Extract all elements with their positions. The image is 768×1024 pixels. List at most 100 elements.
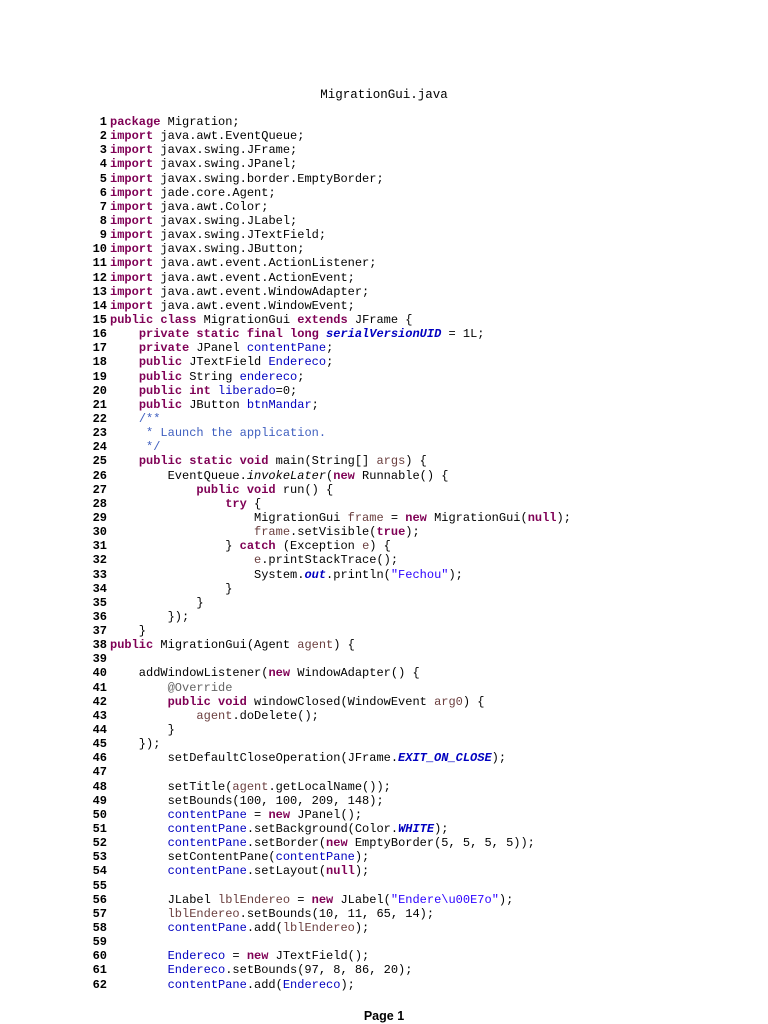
code-token: public class bbox=[110, 312, 197, 327]
code-token bbox=[319, 327, 326, 341]
code-token: }); bbox=[110, 609, 190, 624]
code-token: out bbox=[304, 567, 327, 582]
code-text: setBounds(100, 100, 209, 148); bbox=[107, 794, 384, 808]
code-text: import javax.swing.JFrame; bbox=[107, 143, 297, 157]
code-token: } bbox=[110, 581, 233, 596]
code-token: javax.swing.border.EmptyBorder; bbox=[153, 171, 384, 186]
code-token bbox=[110, 412, 139, 426]
code-token: new bbox=[268, 666, 291, 681]
code-line: 47 bbox=[80, 765, 740, 779]
code-token: frame bbox=[347, 510, 384, 525]
code-token: ; bbox=[326, 341, 334, 356]
code-token: ); bbox=[405, 525, 420, 540]
code-text: import javax.swing.JButton; bbox=[107, 242, 304, 256]
code-token: Endereco bbox=[167, 963, 226, 978]
code-token: ) { bbox=[405, 454, 427, 469]
code-line: 40 addWindowListener(new WindowAdapter()… bbox=[80, 666, 740, 680]
code-token: .setVisible( bbox=[290, 525, 377, 540]
line-number: 59 bbox=[92, 935, 107, 950]
line-number: 24 bbox=[92, 440, 107, 455]
code-token: import bbox=[110, 199, 154, 214]
code-token: EmptyBorder(5, 5, 5, 5)); bbox=[347, 836, 535, 851]
code-text: import javax.swing.JPanel; bbox=[107, 157, 297, 171]
code-token: "Fechou" bbox=[390, 567, 449, 582]
code-token: new bbox=[333, 468, 355, 483]
code-line: 19 public String endereco; bbox=[80, 370, 740, 384]
code-line: 61 Endereco.setBounds(97, 8, 86, 20); bbox=[80, 963, 740, 977]
code-text bbox=[107, 652, 110, 666]
line-number: 35 bbox=[92, 595, 107, 610]
code-line: 62 contentPane.add(Endereco); bbox=[80, 978, 740, 992]
line-number: 21 bbox=[92, 397, 107, 412]
code-text: public JButton btnMandar; bbox=[107, 398, 319, 412]
line-number: 44 bbox=[92, 723, 107, 738]
code-line: 23 * Launch the application. bbox=[80, 426, 740, 440]
code-token: true bbox=[376, 525, 406, 540]
code-text bbox=[107, 935, 110, 949]
code-text: private static final long serialVersionU… bbox=[107, 327, 485, 341]
code-token: MigrationGui(Agent bbox=[153, 638, 298, 653]
line-number: 42 bbox=[92, 694, 107, 709]
line-number: 7 bbox=[99, 199, 107, 214]
code-token: WHITE bbox=[398, 822, 435, 837]
code-text: setContentPane(contentPane); bbox=[107, 850, 370, 864]
code-token: javax.swing.JButton; bbox=[153, 242, 305, 257]
code-token: lblEndereo bbox=[218, 892, 291, 907]
code-token: agent bbox=[297, 638, 334, 653]
line-number: 1 bbox=[99, 115, 107, 129]
code-token: .add( bbox=[246, 921, 283, 936]
code-token: public int bbox=[138, 383, 211, 398]
code-token bbox=[110, 709, 196, 723]
code-token bbox=[110, 978, 168, 992]
code-token: args bbox=[376, 454, 406, 469]
code-text: import java.awt.EventQueue; bbox=[107, 129, 304, 143]
code-line: 48 setTitle(agent.getLocalName()); bbox=[80, 780, 740, 794]
line-number: 16 bbox=[92, 327, 107, 342]
code-token: new bbox=[268, 807, 291, 822]
code-line: 52 contentPane.setBorder(new EmptyBorder… bbox=[80, 836, 740, 850]
line-number: 36 bbox=[92, 609, 107, 624]
code-token: JTextField bbox=[182, 355, 269, 370]
code-token: ); bbox=[354, 864, 370, 879]
line-number: 53 bbox=[92, 850, 107, 865]
code-token: public static void bbox=[138, 454, 269, 469]
code-token bbox=[110, 483, 196, 497]
code-token bbox=[110, 822, 168, 836]
code-line: 33 System.out.println("Fechou"); bbox=[80, 568, 740, 582]
code-token: .setLayout( bbox=[246, 864, 327, 879]
code-text: Endereco = new JTextField(); bbox=[107, 949, 370, 963]
code-text: import javax.swing.JLabel; bbox=[107, 214, 297, 228]
line-number: 27 bbox=[92, 482, 107, 497]
code-token: import bbox=[110, 143, 154, 158]
line-number: 57 bbox=[92, 906, 107, 921]
line-number: 23 bbox=[92, 426, 107, 441]
code-line: 58 contentPane.add(lblEndereo); bbox=[80, 921, 740, 935]
code-text: contentPane.setLayout(null); bbox=[107, 864, 370, 879]
code-text: public void windowClosed(WindowEvent arg… bbox=[107, 695, 485, 709]
code-token: package bbox=[110, 115, 161, 129]
line-number: 14 bbox=[92, 298, 107, 313]
code-text: public String endereco; bbox=[107, 370, 305, 384]
code-line: 22 /** bbox=[80, 412, 740, 426]
code-line: 32 e.printStackTrace(); bbox=[80, 553, 740, 567]
code-line: 55 bbox=[80, 879, 740, 893]
code-line: 57 lblEndereo.setBounds(10, 11, 65, 14); bbox=[80, 907, 740, 921]
code-token: (Exception bbox=[275, 539, 363, 554]
code-line: 39 bbox=[80, 652, 740, 666]
code-token: EXIT_ON_CLOSE bbox=[398, 751, 492, 766]
code-text: * Launch the application. bbox=[107, 426, 326, 440]
line-number: 6 bbox=[99, 185, 107, 200]
line-number: 19 bbox=[92, 369, 107, 384]
code-token: .println( bbox=[326, 567, 391, 582]
code-token: .setBounds(10, 11, 65, 14); bbox=[239, 906, 435, 921]
line-number: 9 bbox=[99, 228, 107, 243]
code-token: */ bbox=[138, 440, 161, 455]
code-token: .getLocalName()); bbox=[268, 779, 391, 794]
code-token: contentPane bbox=[167, 977, 247, 992]
line-number: 45 bbox=[92, 737, 107, 752]
code-token: addWindowListener( bbox=[110, 666, 269, 681]
